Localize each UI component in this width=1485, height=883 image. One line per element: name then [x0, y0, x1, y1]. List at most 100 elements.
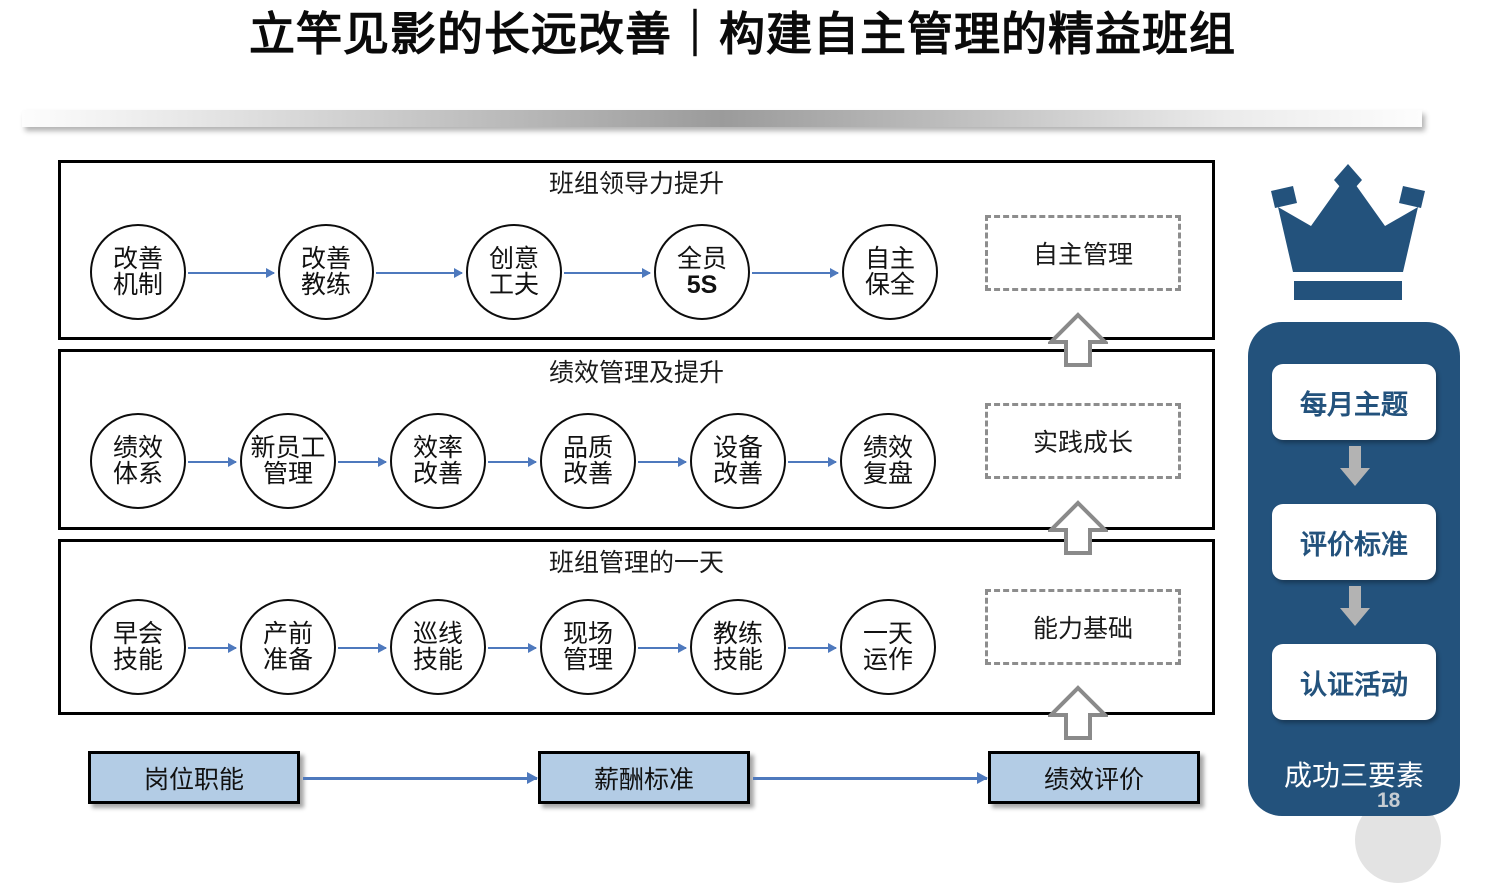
flow-node-line1: 改善	[300, 245, 351, 273]
flow-connector	[338, 643, 387, 653]
flow-connector	[188, 643, 237, 653]
flow-node[interactable]: 产前准备	[240, 599, 336, 695]
result-box-label: 能力基础	[1032, 615, 1133, 643]
up-arrow-icon	[1048, 500, 1108, 556]
flow-node-line1: 一天	[862, 620, 913, 648]
flow-node[interactable]: 自主保全	[842, 224, 938, 320]
flow-node-line1: 教练	[712, 620, 763, 648]
flow-node[interactable]: 设备改善	[690, 413, 786, 509]
flow-connector	[188, 457, 237, 467]
flow-node-line1: 绩效	[862, 434, 913, 462]
panel-card-label: 评价标准	[1300, 529, 1408, 560]
down-arrow-icon	[1340, 446, 1370, 486]
up-arrow-icon	[1048, 312, 1108, 368]
flow-connector	[638, 643, 687, 653]
flow-node[interactable]: 绩效复盘	[840, 413, 936, 509]
result-box[interactable]: 实践成长	[985, 403, 1181, 479]
flow-node-line1: 改善	[112, 245, 163, 273]
flow-node-line2: 准备	[262, 646, 313, 674]
flow-node-line1: 产前	[262, 620, 313, 648]
flow-node-line2: 教练	[300, 271, 351, 299]
bottom-box-label: 绩效评价	[1043, 765, 1144, 794]
flow-node[interactable]: 教练技能	[690, 599, 786, 695]
flow-connector	[788, 643, 837, 653]
flow-node[interactable]: 现场管理	[540, 599, 636, 695]
crown-icon	[1253, 150, 1443, 315]
flow-node[interactable]: 一天运作	[840, 599, 936, 695]
flow-node[interactable]: 巡线技能	[390, 599, 486, 695]
flow-connector	[752, 268, 839, 278]
flow-node-line1: 自主	[864, 245, 915, 273]
flow-node[interactable]: 早会技能	[90, 599, 186, 695]
flow-node[interactable]: 绩效体系	[90, 413, 186, 509]
flow-node[interactable]: 品质改善	[540, 413, 636, 509]
flow-node-line2: 改善	[712, 460, 763, 488]
up-arrow-icon	[1048, 685, 1108, 741]
flow-node-line2: 机制	[112, 271, 163, 299]
page-title: 立竿见影的长远改善｜构建自主管理的精益班组	[249, 8, 1236, 60]
slide-canvas: 立竿见影的长远改善｜构建自主管理的精益班组 班组领导力提升 绩效管理及提升 班组…	[22, 8, 1460, 883]
result-box-label: 自主管理	[1032, 241, 1133, 269]
flow-node-line2: 管理	[262, 460, 313, 488]
bottom-box-label: 岗位职能	[143, 765, 244, 794]
flow-connector	[488, 457, 537, 467]
flow-node-line2: 体系	[112, 460, 163, 488]
result-box[interactable]: 自主管理	[985, 215, 1181, 291]
flow-node-line2: 技能	[712, 646, 763, 674]
flow-node-line2: 管理	[562, 646, 613, 674]
bottom-box-label: 薪酬标准	[593, 765, 694, 794]
title-divider	[22, 110, 1422, 127]
flow-node-line2: 改善	[562, 460, 613, 488]
flow-connector	[564, 268, 651, 278]
panel-card-label: 每月主题	[1300, 389, 1408, 420]
section-title: 绩效管理及提升	[548, 359, 724, 387]
panel-card-monthly-theme[interactable]: 每月主题	[1272, 364, 1436, 440]
flow-connector	[376, 268, 463, 278]
flow-node[interactable]: 效率改善	[390, 413, 486, 509]
panel-card-label: 认证活动	[1300, 669, 1408, 700]
flow-node-line1: 巡线	[412, 620, 463, 648]
flow-node-line2: 技能	[112, 646, 163, 674]
bottom-box-2[interactable]: 绩效评价	[988, 751, 1200, 804]
flow-node-line1: 全员	[676, 245, 727, 273]
flow-connector	[488, 643, 537, 653]
bottom-connector-0	[303, 772, 538, 784]
flow-node-line1: 现场	[562, 620, 613, 648]
flow-node-line1: 早会	[112, 620, 163, 648]
flow-node-line2: 复盘	[862, 460, 913, 488]
flow-node-line2: 改善	[412, 460, 463, 488]
flow-node[interactable]: 改善机制	[90, 224, 186, 320]
flow-connector	[338, 457, 387, 467]
flow-node[interactable]: 创意工夫	[466, 224, 562, 320]
flow-connector	[788, 457, 837, 467]
section-title: 班组管理的一天	[548, 549, 724, 577]
panel-card-certification-activity[interactable]: 认证活动	[1272, 644, 1436, 720]
result-box[interactable]: 能力基础	[985, 589, 1181, 665]
panel-card-evaluation-criteria[interactable]: 评价标准	[1272, 504, 1436, 580]
bottom-connector-1	[753, 772, 988, 784]
bottom-box-1[interactable]: 薪酬标准	[538, 751, 750, 804]
flow-node-line1: 创意	[488, 245, 539, 273]
flow-node-line2: 保全	[864, 271, 915, 299]
flow-node-line2: 工夫	[488, 271, 539, 299]
page-number: 18	[1377, 789, 1401, 812]
flow-node-line2: 运作	[862, 646, 913, 674]
flow-node-line1: 品质	[562, 434, 613, 462]
bottom-box-0[interactable]: 岗位职能	[88, 751, 300, 804]
flow-node-line1: 设备	[712, 434, 763, 462]
down-arrow-icon	[1340, 586, 1370, 626]
flow-node-line1: 新员工	[250, 434, 326, 462]
success-factors-panel: 每月主题 评价标准 认证活动 成功三要素	[1248, 322, 1460, 816]
section-title: 班组领导力提升	[548, 170, 724, 198]
flow-connector	[188, 268, 275, 278]
flow-connector	[638, 457, 687, 467]
flow-node-line2: 5S	[686, 271, 718, 299]
flow-node-line1: 绩效	[112, 434, 163, 462]
flow-node[interactable]: 改善教练	[278, 224, 374, 320]
panel-footer-label: 成功三要素	[1283, 760, 1424, 791]
result-box-label: 实践成长	[1032, 429, 1133, 457]
flow-node-line2: 技能	[412, 646, 463, 674]
flow-node[interactable]: 新员工管理	[240, 413, 336, 509]
flow-node-line1: 效率	[412, 434, 463, 462]
